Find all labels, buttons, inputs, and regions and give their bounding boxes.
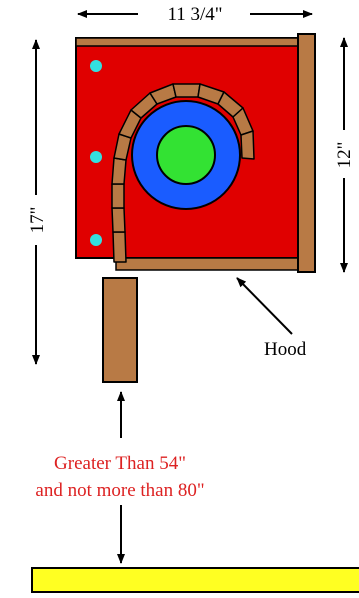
curved-hood-segments: [111, 83, 255, 263]
requirement-line-2: and not more than 80": [35, 480, 204, 501]
side-height-label: 12": [334, 142, 355, 169]
hinge-dot-bottom: [90, 234, 102, 246]
hinge-dot-middle: [90, 151, 102, 163]
hinge-dot-top: [90, 60, 102, 72]
hood-segment: [172, 83, 201, 98]
requirement-line-1: Greater Than 54": [54, 453, 186, 474]
width-label: 11 3/4": [167, 4, 222, 25]
total-height-dimension: 17": [27, 39, 48, 365]
cabinet: [75, 33, 316, 273]
hood-segment: [111, 157, 127, 185]
dartboard-bullseye: [156, 125, 216, 185]
hood-segment: [240, 130, 255, 160]
hood-segment: [112, 231, 127, 263]
floor-bar: [31, 567, 359, 593]
hood-pointer-arrow: [236, 277, 293, 335]
side-height-dimension: 12": [334, 37, 355, 273]
hood-top-rail: [75, 37, 299, 47]
width-dimension: 11 3/4": [77, 4, 313, 25]
hood-segment: [111, 207, 126, 233]
mount-height-dimension: Greater Than 54" and not more than 80": [35, 391, 205, 564]
hood-label: Hood: [264, 339, 307, 360]
hood-side-post: [297, 33, 316, 273]
hood-segment: [111, 183, 125, 209]
hood-bottom-rail: [115, 257, 299, 271]
total-height-label: 17": [27, 207, 48, 234]
lower-wood-block: [102, 277, 138, 383]
